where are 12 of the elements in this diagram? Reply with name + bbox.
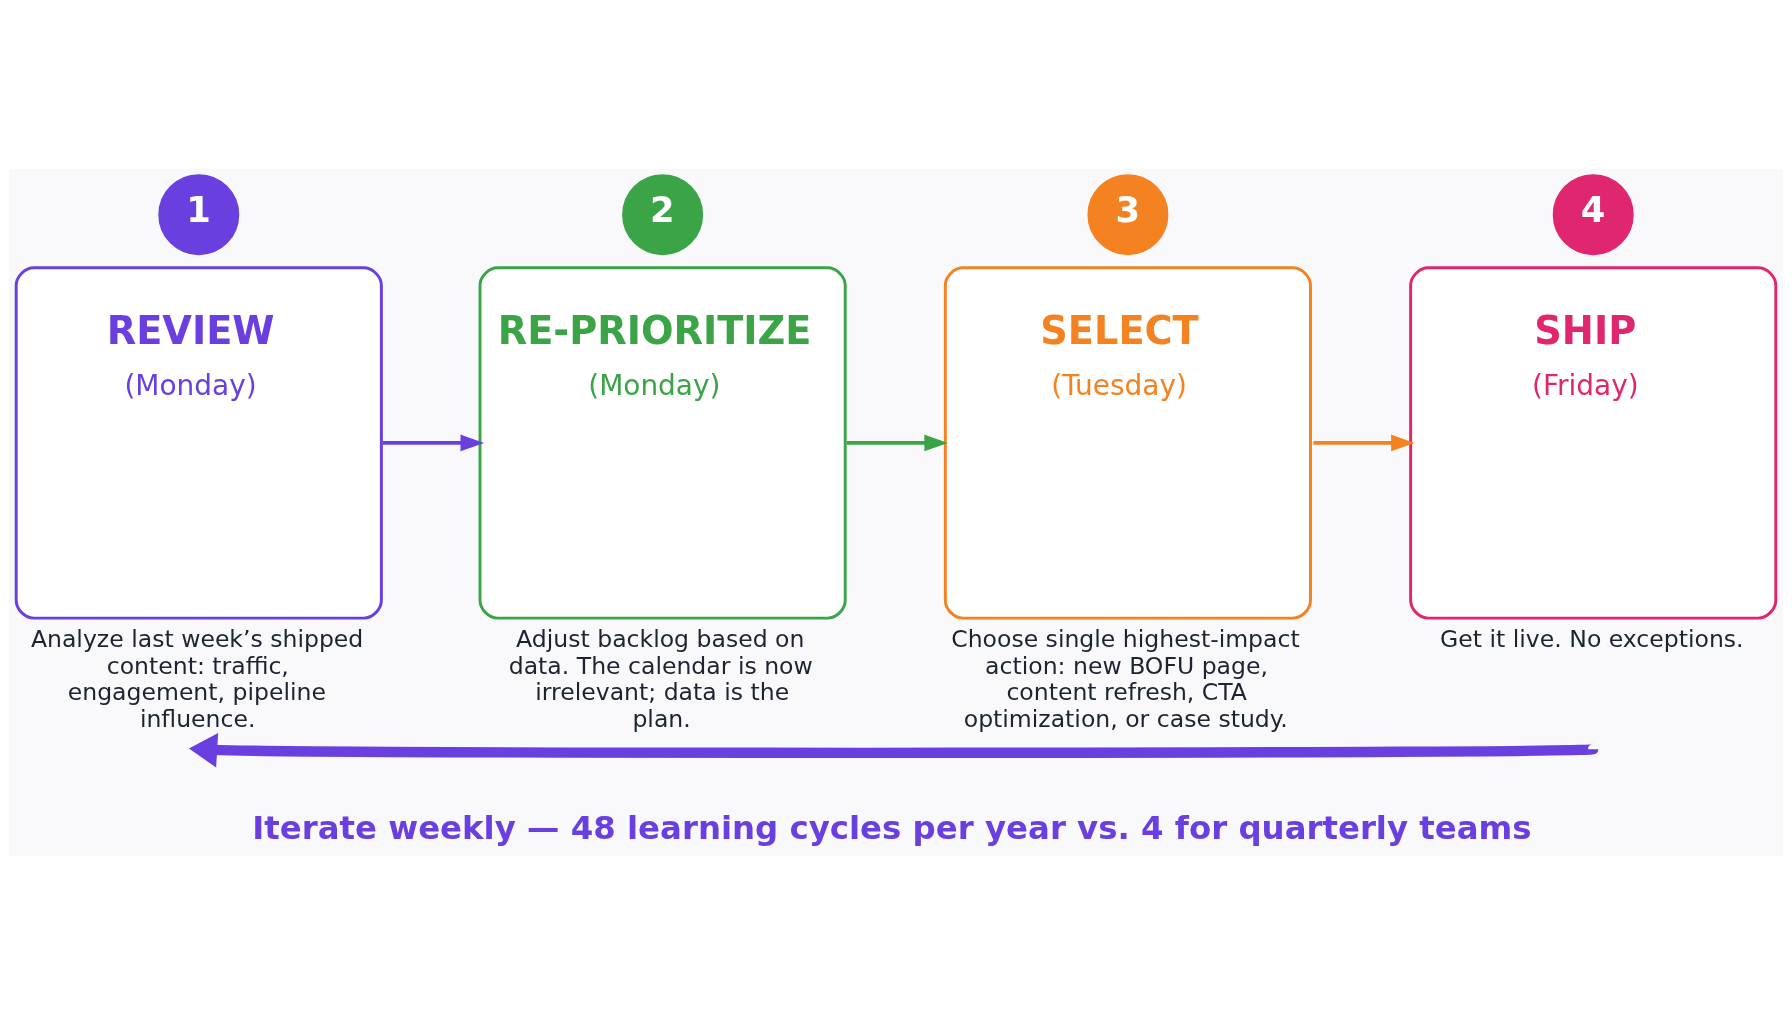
node-circle: 2	[622, 173, 704, 255]
node-label: Analyze last week’s shipped content: traffic, engagement, pipeline influence.	[30, 624, 364, 733]
node-label: Adjust backlog based on data. The calendar is now irrelevant; data is the plan.	[508, 624, 813, 733]
arrow	[382, 434, 485, 451]
node-circle: 4	[1552, 173, 1634, 255]
arrow	[846, 434, 948, 451]
arrow	[1313, 434, 1415, 451]
edge-label: Iterate weekly — 48 learning cycles per year vs. 4 for quarterly teams	[252, 808, 1532, 847]
node-circle: 1	[158, 173, 240, 255]
node-label: Choose single highest-impact action: new BOFU page, content refresh, CTA optimization, or case study.	[951, 624, 1300, 733]
node-circle: 3	[1087, 173, 1169, 255]
node-label: Get it live. No exceptions.	[1440, 624, 1744, 653]
